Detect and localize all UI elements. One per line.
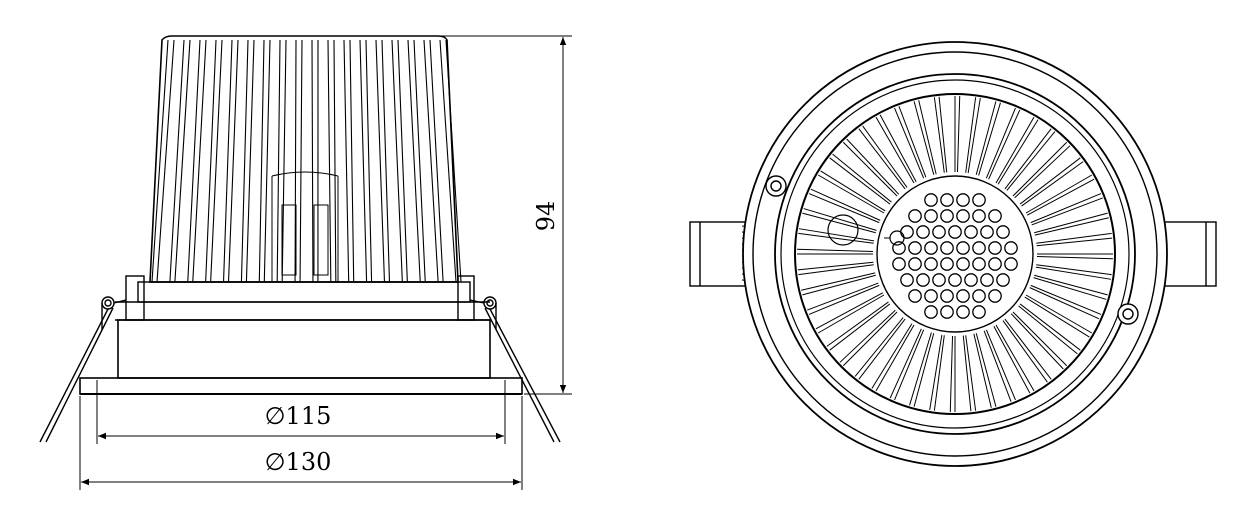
heatsink-inner-window — [271, 171, 339, 282]
inner-diameter-dimension — [96, 380, 506, 444]
height-dimension — [440, 35, 572, 395]
heatsink-fins — [151, 39, 462, 283]
outer-diameter-label: ∅130 — [265, 448, 332, 476]
side-view: 94 ∅115 ∅130 — [39, 35, 572, 490]
collar — [115, 275, 490, 321]
front-view — [689, 41, 1217, 467]
radial-fins — [797, 96, 1113, 412]
mount-screw-top-left — [765, 175, 787, 197]
heatsink-outline — [149, 35, 459, 283]
spring-clip-right — [469, 296, 561, 443]
mount-screw-bottom-right — [1117, 303, 1139, 325]
trim — [79, 319, 523, 395]
spring-clip-left — [39, 296, 127, 443]
inner-diameter-label: ∅115 — [265, 402, 332, 430]
led-board — [827, 175, 1034, 333]
outer-diameter-dimension — [79, 396, 523, 490]
height-label: 94 — [532, 201, 560, 232]
led-array — [892, 193, 1018, 319]
